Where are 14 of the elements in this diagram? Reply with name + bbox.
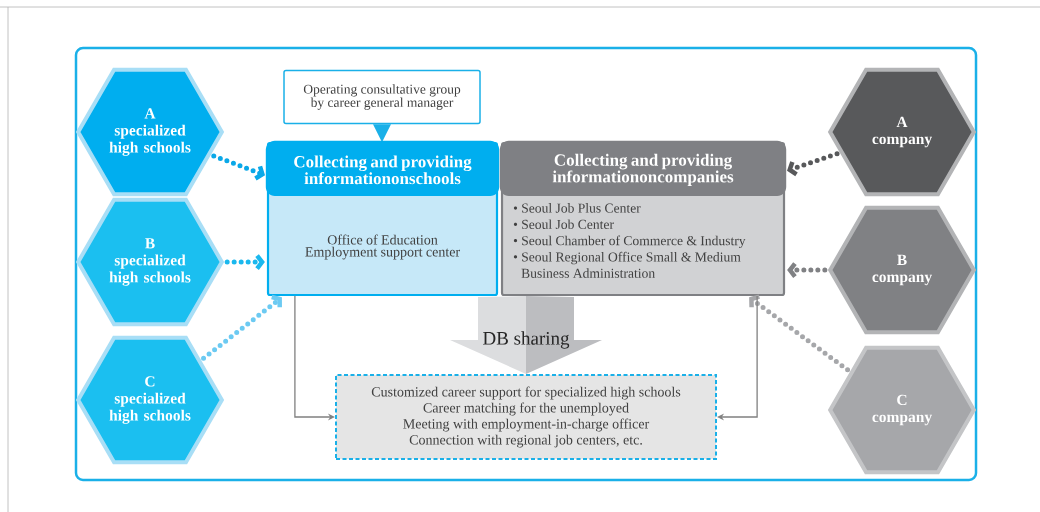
- block-arrow: [526, 296, 602, 374]
- result-box: Customized career support for specialized high schools Career matching for the unemployed Meeting with employment-in-charge officer Connection with regional job centers, etc.: [335, 374, 717, 460]
- dotted-arrow: [787, 151, 840, 177]
- info-box: Collecting and providing informationoncompanies • Seoul Job Plus Center • Seoul Job Center • Seoul Chamber of Commerce & Industry • Seoul Regional Office Small & Medium Business Administration: [499, 140, 787, 297]
- dotted-arrow: [201, 294, 282, 361]
- block-arrow: [450, 296, 526, 374]
- dotted-arrow: [211, 153, 266, 181]
- callout-box: Operating consultative group by career general manager: [283, 69, 481, 143]
- connector-arrow: [717, 295, 758, 421]
- dotted-arrow: [224, 254, 265, 270]
- dotted-arrow: [749, 294, 851, 373]
- edge-label: DB sharing: [483, 331, 570, 349]
- info-box: Collecting and providing informationonschools Office of Education Employment support center: [265, 140, 500, 297]
- dotted-arrow: [787, 262, 828, 278]
